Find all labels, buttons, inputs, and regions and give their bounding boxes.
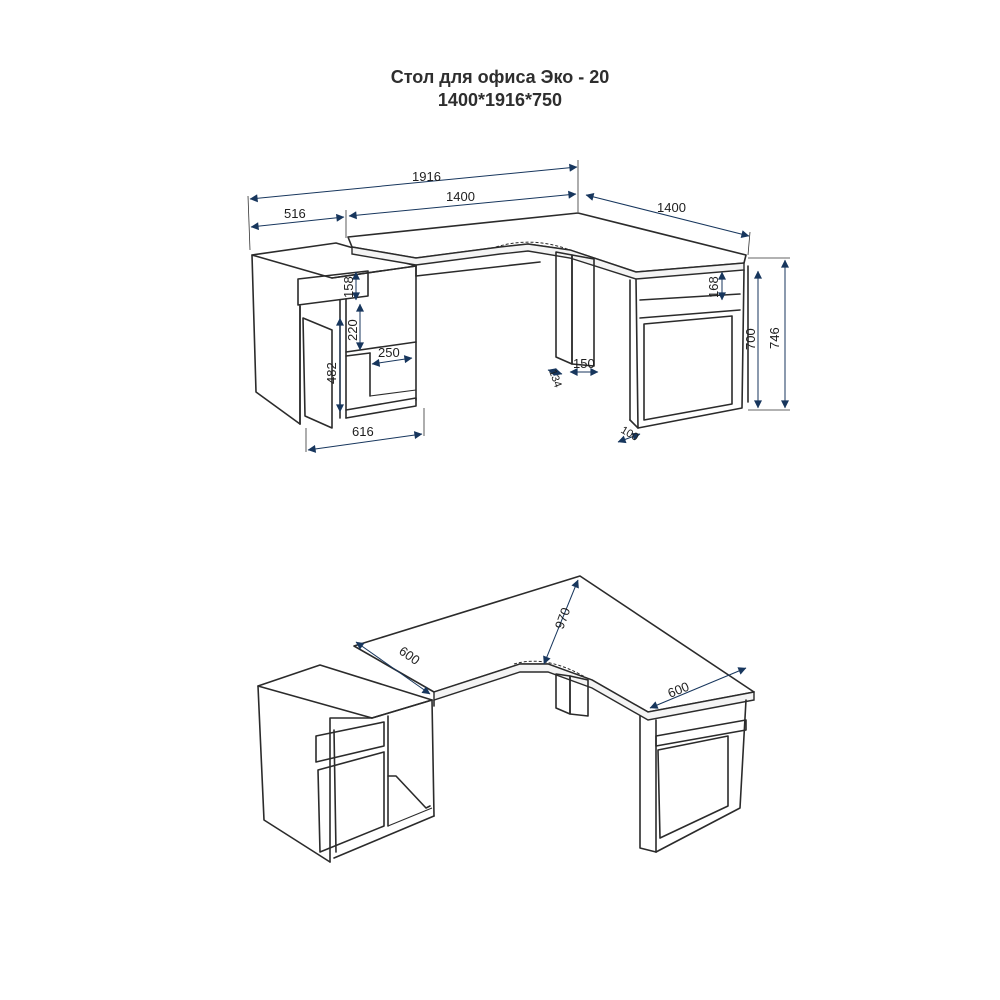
dim-label-746: 746 [767,327,782,349]
dim-label-700: 700 [743,328,758,350]
dim-label-150: 150 [573,356,595,371]
dim-label-1400-right: 1400 [657,200,686,215]
dimension-482: 482 [324,317,344,413]
dimension-700: 700 [743,270,762,409]
dimension-516: 516 [250,206,347,238]
title-name: Стол для офиса Эко - 20 [390,67,610,87]
middle-support-leg-view2 [555,673,589,717]
dimension-970: 970 [543,579,579,665]
dim-label-1916: 1916 [412,169,441,184]
dimension-250: 250 [371,345,413,367]
dim-label-970: 970 [552,606,574,632]
middle-support-leg [555,251,595,367]
right-pedestal-view2 [639,699,747,853]
tabletop-depth-view: 600 970 600 [257,575,755,863]
dim-label-168: 168 [706,276,721,298]
dimension-150: 150 [569,356,599,376]
title-size: 1400*1916*750 [437,90,563,110]
dimension-1400-right: 1400 [585,192,751,256]
dimension-616: 616 [305,408,425,453]
dimension-1916: 1916 [247,160,579,251]
right-pedestal [629,265,749,429]
dimensioned-view: 1916 516 1400 1400 158 220 [247,160,790,453]
dimension-220: 220 [345,303,364,351]
dim-label-134: 134 [546,368,564,389]
dimension-134: 134 [546,368,564,389]
dimension-746: 746 [748,257,790,411]
l-shaped-tabletop [347,212,747,280]
dimension-158: 158 [341,271,360,301]
dim-label-616: 616 [352,424,374,439]
dimension-168: 168 [706,271,726,301]
dim-label-482: 482 [324,362,339,384]
left-cabinet-view2 [257,664,435,863]
dim-label-220: 220 [345,319,360,341]
dim-label-1400-left: 1400 [446,189,475,204]
drawing-title: Стол для офиса Эко - 20 1400*1916*750 [0,66,1000,112]
dim-label-250: 250 [378,345,400,360]
dim-label-516: 516 [284,206,306,221]
left-cabinet [251,242,417,429]
dimension-1400-left: 1400 [348,189,577,220]
dim-label-158: 158 [341,276,356,298]
